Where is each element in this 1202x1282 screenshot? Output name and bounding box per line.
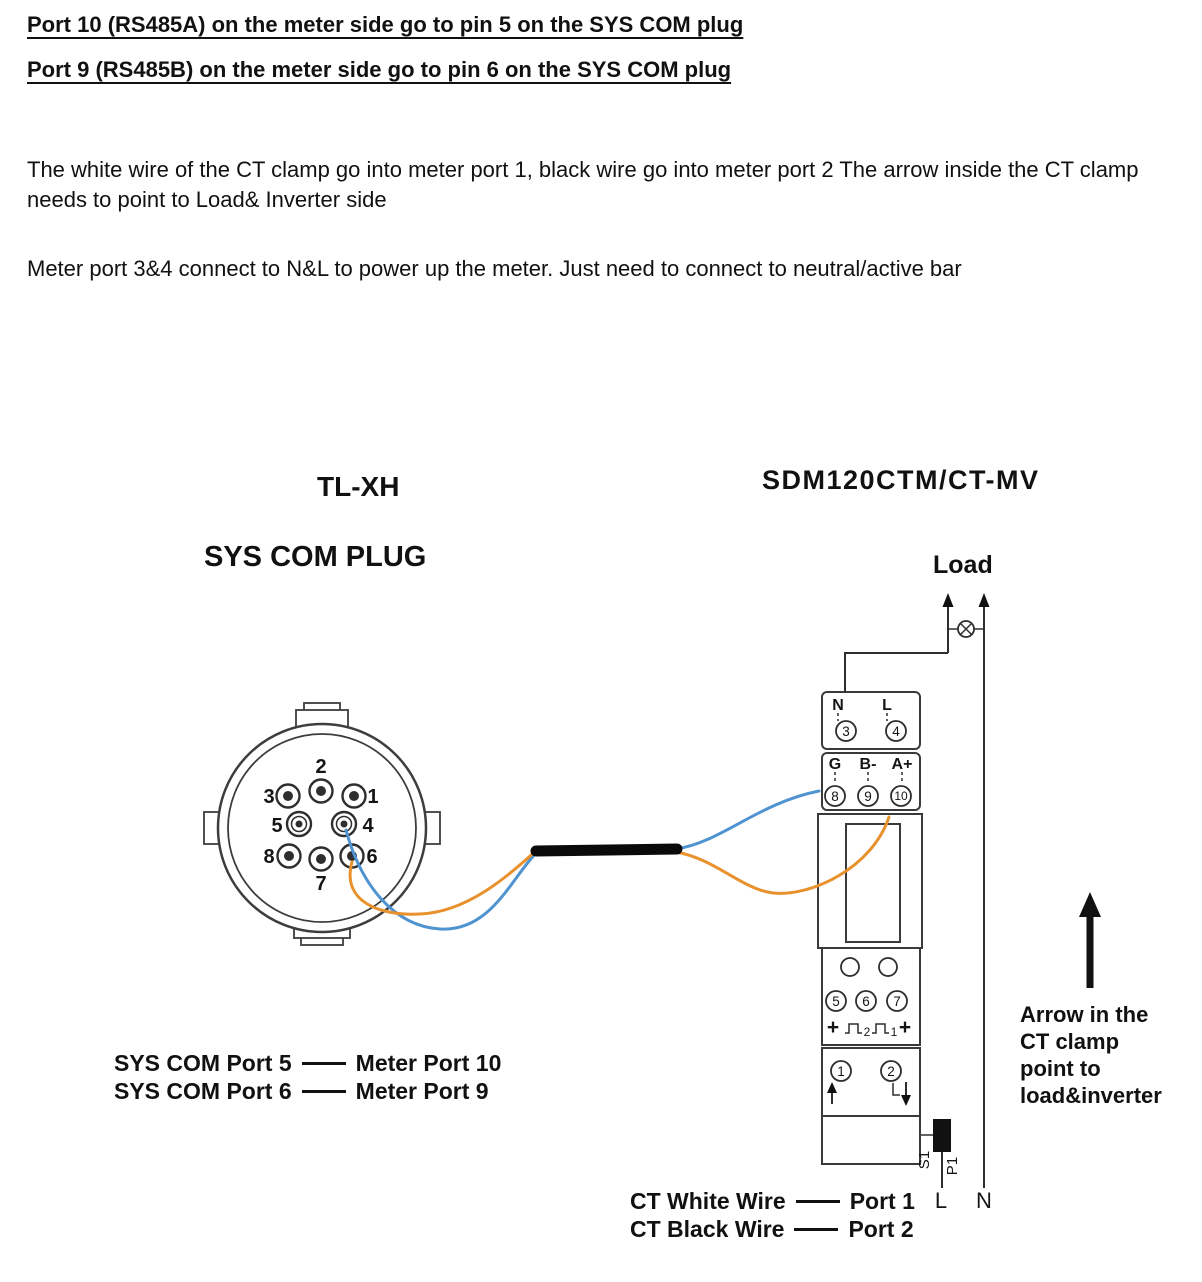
meter-port-4-label: 4 bbox=[892, 724, 900, 739]
legend-row-ct-white: CT White Wire Port 1 bbox=[630, 1188, 915, 1215]
ct-arrow-note: Arrow in the CT clamp point to load&inve… bbox=[1020, 1001, 1162, 1109]
energy-meter: N L 3 4 G B- A+ 8 9 10 5 6 7 + bbox=[817, 691, 961, 1188]
pulse-symbol-2-label: 1 bbox=[891, 1025, 898, 1039]
legend-row-port6: SYS COM Port 6 Meter Port 9 bbox=[114, 1078, 489, 1105]
plug-pin-2 bbox=[308, 778, 334, 804]
plug-pin-label-6: 6 bbox=[366, 846, 377, 868]
meter-plus-right: + bbox=[899, 1016, 911, 1039]
meter-port-8 bbox=[824, 785, 846, 807]
load-to-meter-wire bbox=[844, 652, 948, 693]
cable-sleeve bbox=[530, 843, 683, 857]
meter-port-3 bbox=[835, 720, 857, 742]
legend-sys-com-port-6: SYS COM Port 6 bbox=[114, 1078, 292, 1104]
meter-port-5-label: 5 bbox=[832, 994, 840, 1009]
ct-arrow-note-line-2: CT clamp bbox=[1020, 1029, 1120, 1054]
big-up-arrow bbox=[1079, 892, 1101, 988]
meter-display bbox=[845, 823, 901, 943]
meter-port-9-label: 9 bbox=[864, 789, 872, 804]
legend-line-1 bbox=[301, 1062, 346, 1065]
meter-port-7-label: 7 bbox=[893, 994, 901, 1009]
ct-up-arrow bbox=[827, 1082, 837, 1093]
plug-pin-label-4: 4 bbox=[362, 815, 374, 837]
plug-pin-7 bbox=[308, 846, 334, 872]
meter-title: SDM120CTM/CT-MV bbox=[762, 465, 1040, 495]
plug-title: SYS COM PLUG bbox=[204, 541, 427, 573]
load-label: Load bbox=[933, 551, 993, 579]
legend-meter-port-9: Meter Port 9 bbox=[355, 1078, 489, 1104]
meter-n-label: N bbox=[832, 697, 844, 714]
meter-port-9 bbox=[857, 785, 879, 807]
meter-port-8-label: 8 bbox=[831, 789, 839, 804]
meter-ct-section bbox=[821, 1047, 921, 1117]
ct-down-arrow bbox=[901, 1095, 911, 1106]
meter-port-6-label: 6 bbox=[862, 994, 870, 1009]
ct-wire-paragraph: The white wire of the CT clamp go into m… bbox=[27, 157, 1139, 212]
meter-port-1 bbox=[830, 1060, 852, 1082]
meter-button-left bbox=[840, 957, 860, 977]
s1-p1-connector-block bbox=[933, 1119, 951, 1152]
plug-pin-8 bbox=[276, 843, 302, 869]
load-wiring bbox=[844, 593, 990, 1188]
meter-port-10-label: 10 bbox=[894, 789, 908, 803]
load-arrow-left bbox=[942, 593, 954, 607]
plug-inner-ring bbox=[227, 733, 417, 923]
plug-pin-label-5: 5 bbox=[271, 815, 282, 837]
s1-label: S1 bbox=[916, 1151, 933, 1169]
meter-plus-left: + bbox=[827, 1016, 839, 1039]
plug-pin-4 bbox=[330, 810, 358, 838]
meter-power-paragraph: Meter port 3&4 connect to N&L to power u… bbox=[27, 256, 962, 281]
plug-pin-label-7: 7 bbox=[315, 873, 326, 895]
legend-row-ct-black: CT Black Wire Port 2 bbox=[630, 1216, 914, 1243]
sys-com-plug-connector: 2 3 1 5 4 8 6 7 bbox=[203, 702, 441, 946]
instruction-heading-1: Port 10 (RS485A) on the meter side go to… bbox=[27, 12, 744, 37]
plug-pin-3 bbox=[275, 783, 301, 809]
meter-port-2-label: 2 bbox=[887, 1064, 895, 1079]
bottom-l-label: L bbox=[935, 1188, 947, 1213]
comm-wires bbox=[344, 789, 891, 931]
plug-pin-label-3: 3 bbox=[263, 786, 274, 808]
plug-pin-label-2: 2 bbox=[315, 756, 326, 778]
legend-row-port5: SYS COM Port 5 Meter Port 10 bbox=[114, 1050, 501, 1077]
meter-port-7 bbox=[886, 990, 908, 1012]
legend-meter-port-10: Meter Port 10 bbox=[355, 1050, 502, 1076]
meter-port-4 bbox=[885, 720, 907, 742]
legend-line-3 bbox=[795, 1200, 840, 1203]
pulse-symbol-1-label: 2 bbox=[864, 1025, 871, 1039]
legend-line-4 bbox=[794, 1228, 839, 1231]
legend-line-2 bbox=[301, 1090, 346, 1093]
legend-ct-white-wire: CT White Wire bbox=[630, 1188, 786, 1214]
meter-port-1-label: 1 bbox=[837, 1064, 845, 1079]
bottom-n-label: N bbox=[976, 1188, 992, 1213]
meter-g-label: G bbox=[829, 756, 841, 773]
plug-pin-label-8: 8 bbox=[263, 846, 274, 868]
meter-port-3-label: 3 bbox=[842, 724, 850, 739]
meter-l-label: L bbox=[882, 697, 892, 714]
plug-pin-1 bbox=[341, 783, 367, 809]
meter-bottom-section bbox=[821, 1115, 921, 1165]
pulse-symbol-2 bbox=[872, 1023, 889, 1034]
meter-port-10 bbox=[890, 785, 912, 807]
plug-pin-5 bbox=[285, 810, 313, 838]
legend-port-1: Port 1 bbox=[849, 1188, 915, 1214]
legend-ct-black-wire: CT Black Wire bbox=[630, 1216, 785, 1242]
ct-arrow-note-line-3: point to bbox=[1020, 1056, 1101, 1081]
meter-button-right bbox=[878, 957, 898, 977]
meter-port-5 bbox=[825, 990, 847, 1012]
pulse-symbol-1 bbox=[845, 1023, 862, 1034]
plug-pin-label-1: 1 bbox=[367, 786, 378, 808]
legend-sys-com-port-5: SYS COM Port 5 bbox=[114, 1050, 292, 1076]
meter-port-6 bbox=[855, 990, 877, 1012]
meter-a-plus-label: A+ bbox=[892, 756, 913, 773]
ct-arrow-note-line-4: load&inverter bbox=[1020, 1083, 1162, 1108]
meter-b-minus-label: B- bbox=[860, 756, 877, 773]
legend-port-2: Port 2 bbox=[848, 1216, 914, 1242]
inverter-title: TL-XH bbox=[317, 471, 400, 502]
wire-blue bbox=[344, 789, 821, 931]
p1-label: P1 bbox=[944, 1157, 961, 1175]
meter-port-2 bbox=[880, 1060, 902, 1082]
ct-arrow-note-line-1: Arrow in the bbox=[1020, 1002, 1149, 1027]
instruction-heading-2: Port 9 (RS485B) on the meter side go to … bbox=[27, 57, 732, 82]
load-arrow-right bbox=[978, 593, 990, 607]
